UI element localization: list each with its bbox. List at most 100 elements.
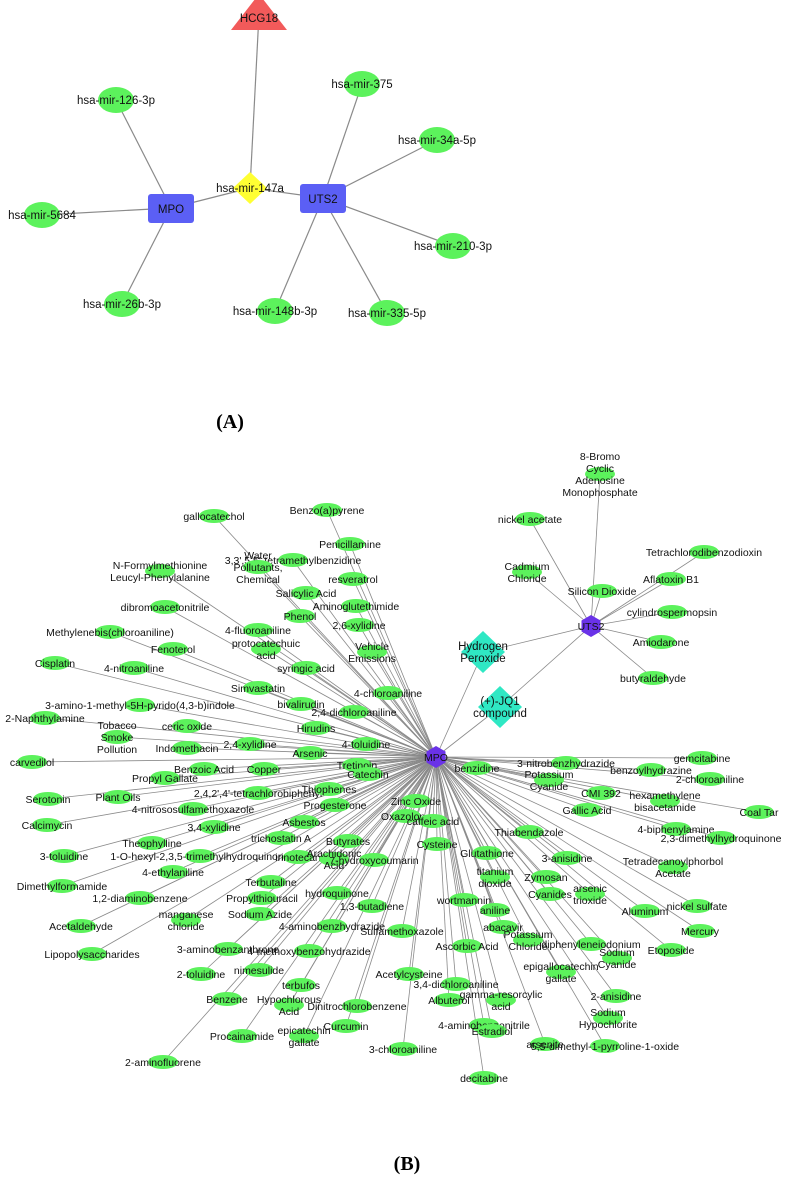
chemical-label: 2,4-xylidine: [223, 739, 276, 751]
chemical-node-ascorbic-acid: Ascorbic Acid: [435, 939, 499, 953]
chemical-label: abacavir: [483, 922, 523, 934]
chemical-node-amiodarone: Amiodarone: [633, 635, 689, 649]
chemical-node-butyraldehyde: butyraldehyde: [620, 671, 686, 685]
chemical-node-acetylcysteine: Acetylcysteine: [375, 967, 443, 981]
target-hexagon: [426, 746, 446, 768]
chemical-ellipse: [295, 746, 325, 760]
chemical-label: Albuterol: [428, 995, 469, 1007]
edge-hydroquinone: [336, 756, 437, 894]
mirna-ellipse: [98, 87, 134, 113]
chemical-ellipse: [40, 656, 70, 670]
chemical-ellipse: [189, 762, 219, 776]
target-label: UTS2: [578, 621, 605, 633]
edge-aflatoxin-b1: [590, 578, 672, 627]
chemical-node-mercury: Mercury: [681, 924, 720, 938]
edge-gallocatechol: [213, 515, 437, 758]
chemical-node-aniline: aniline: [480, 903, 510, 917]
chemical-ellipse: [535, 887, 565, 901]
chemical-ellipse: [656, 943, 686, 957]
edge-3-anisidine: [435, 756, 568, 859]
chemical-node-2-anisidine: 2-anisidine: [591, 989, 642, 1003]
chemical-label: Arsenic: [292, 748, 327, 760]
chemical-label: Lipopolysaccharides: [44, 949, 139, 961]
edge-3-amino-1-methyl-5h-pyrido-4-3-b-indole: [139, 704, 437, 758]
chemical-node-butyrates: Butyrates: [326, 834, 370, 848]
chemical-ellipse: [333, 834, 363, 848]
chemical-node-benzo-a-pyrene: Benzo(a)pyrene: [290, 503, 365, 517]
chemical-node-wortmannin: wortmannin: [436, 893, 491, 907]
node-label: hsa-mir-210-3p: [414, 241, 492, 253]
chemical-ellipse: [245, 907, 275, 921]
chemical-ellipse: [119, 661, 149, 675]
chemical-node-terbufos: terbufos: [282, 978, 320, 992]
chemical-ellipse: [344, 618, 374, 632]
chemical-label: 3-chloroaniline: [369, 1044, 437, 1056]
chemical-label: 1,3-butadiene: [340, 901, 404, 913]
edge-1-o-hexyl-2-3-5-trimethylhydroquinone: [199, 756, 437, 857]
chemical-label: CMI 392: [581, 788, 621, 800]
chemical-label: butyraldehyde: [620, 673, 686, 685]
chemical-node-carvedilol: carvedilol: [10, 755, 54, 769]
chemical-ellipse: [172, 741, 202, 755]
edge-salicylic-acid: [305, 592, 437, 758]
chemical-node-methylenebis-chloroaniline: Methylenebis(chloroaniline): [46, 625, 174, 639]
chemical-label: Progesterone: [303, 800, 366, 812]
chemical-label: Procainamide: [210, 1031, 274, 1043]
edge-2-4-xylidine: [249, 743, 437, 758]
gene-box: [300, 184, 346, 213]
chemical-node-albuterol: Albuterol: [428, 993, 470, 1007]
chemical-ellipse: [515, 512, 545, 526]
chemical-label: Benzoic Acid: [174, 764, 234, 776]
chemical-node-acetaldehyde: Acetaldehyde: [49, 919, 113, 933]
chemical-node-penicillamine: Penicillamine: [319, 537, 381, 551]
chemical-label: 2-chloroaniline: [676, 774, 744, 786]
chemical-label: Sodium Azide: [228, 909, 292, 921]
chemical-ellipse: [689, 545, 719, 559]
chemical-node-etoposide: Etoposide: [648, 943, 695, 957]
chemical-ellipse: [47, 879, 77, 893]
chemical-node-curcumin: Curcumin: [324, 1019, 369, 1033]
chemical-label: 2-anisidine: [591, 991, 642, 1003]
chemical-ellipse: [158, 642, 188, 656]
edge-2-toluidine: [200, 756, 437, 975]
chemical-label: Calcimycin: [22, 820, 73, 832]
chemical-ellipse: [661, 822, 691, 836]
chemical-ellipse: [145, 564, 175, 578]
chemical-node-2-chloroaniline: 2-chloroaniline: [676, 772, 744, 786]
edge-arsenic: [309, 752, 437, 758]
chemical-ellipse: [186, 967, 216, 981]
node-hsa-mir-5684: hsa-mir-5684: [8, 202, 76, 228]
chemical-label: 1-O-hexyl-2,3,5-trimethylhydroquinone: [110, 851, 289, 863]
mirna-ellipse: [344, 71, 380, 97]
panel-a-nodes: HCG18hsa-mir-147aMPOUTS2hsa-mir-126-3phs…: [8, 0, 492, 326]
chemical-node-catechin: Catechin: [347, 767, 389, 781]
chemical-label: Tetrachlorodibenzodioxin: [646, 547, 762, 559]
chemical-ellipse: [171, 913, 201, 927]
node-hsa-mir-26b-3p: hsa-mir-26b-3p: [83, 291, 161, 317]
edge-albuterol: [435, 756, 450, 1001]
chemical-ellipse: [656, 572, 686, 586]
edge-2-4-dichloroaniline: [353, 711, 437, 758]
chemical-label: Butyrates: [326, 836, 370, 848]
chemical-ellipse: [150, 771, 180, 785]
chemical-label: 4-methoxybenzohydrazide: [247, 946, 370, 958]
chemical-node-irinotecan: irinotecan: [275, 850, 321, 864]
chemical-ellipse: [551, 756, 581, 770]
edge-glutathione: [435, 756, 488, 854]
chemical-label: 2,3-dimethylhydroquinone: [661, 833, 782, 845]
chemical-label: 3-amino-1-methyl-5H-pyrido(4,3-b)indole: [45, 700, 235, 712]
chemical-label: Glutathione: [460, 848, 514, 860]
compound-diamond: [478, 686, 522, 728]
edge-manganese-chloride: [185, 756, 437, 921]
chemical-node-procainamide: Procainamide: [210, 1029, 274, 1043]
chemical-label: 4-nitrososulfamethoxazole: [132, 804, 255, 816]
edge-vehicle-emissions: [371, 651, 437, 758]
edge-uts2-jq1: [499, 625, 592, 708]
edge-cmi-392: [435, 756, 602, 794]
